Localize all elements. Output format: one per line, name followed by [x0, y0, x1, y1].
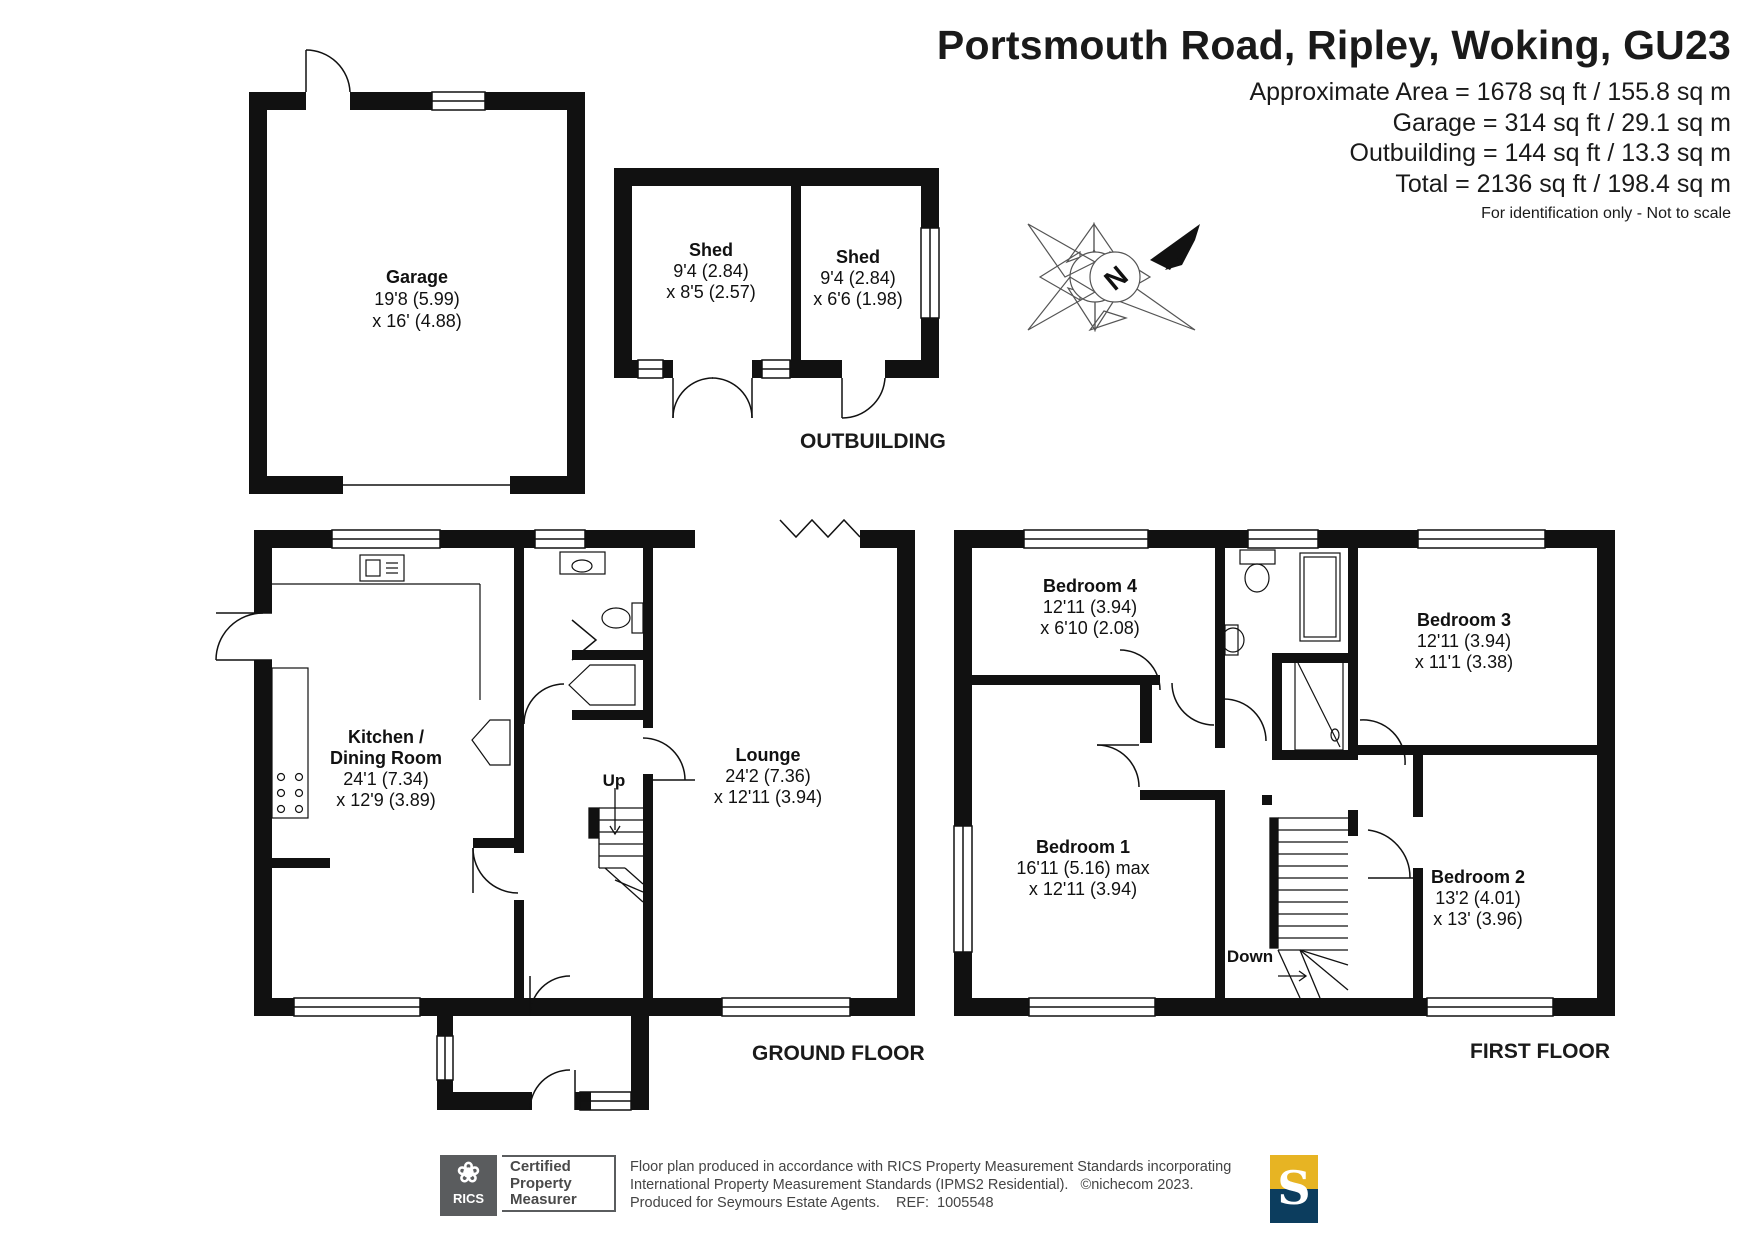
bedroom-1-dim-2: x 12'11 (3.94)	[1029, 879, 1137, 899]
walls	[249, 92, 1615, 1110]
rics-abbrev: RICS	[452, 1191, 485, 1206]
rics-logo: ❀ RICS	[440, 1155, 497, 1216]
shed-1-dim-2: x 8'5 (2.57)	[666, 282, 755, 302]
compass-rose: N	[1027, 222, 1200, 333]
seymours-logo: S	[1270, 1155, 1318, 1223]
seymours-logo-letter: S	[1277, 1161, 1311, 1215]
lounge-dim-2: x 12'11 (3.94)	[714, 787, 822, 807]
shed-2-dim-1: 9'4 (2.84)	[820, 268, 895, 288]
bedroom-1-name: Bedroom 1	[1036, 837, 1130, 857]
footer: ❀ RICS Certified Property Measurer Floor…	[440, 1155, 1320, 1225]
garage-name: Garage	[386, 267, 448, 287]
legal-line-3: Produced for Seymours Estate Agents. REF…	[630, 1195, 994, 1211]
bedroom-2-dim-2: x 13' (3.96)	[1433, 909, 1522, 929]
shed-1-dim-1: 9'4 (2.84)	[673, 261, 748, 281]
bedroom-3-dim-1: 12'11 (3.94)	[1417, 631, 1511, 651]
bedroom-3-name: Bedroom 3	[1417, 610, 1511, 630]
shed-1-name: Shed	[689, 240, 733, 260]
kitchen-name-1: Kitchen /	[348, 727, 424, 747]
area-approximate: Approximate Area = 1678 sq ft / 155.8 sq…	[1249, 78, 1731, 106]
room-labels: Garage 19'8 (5.99) x 16' (4.88) Shed 9'4…	[330, 240, 1525, 966]
bedroom-4-name: Bedroom 4	[1043, 576, 1137, 596]
rics-certified-badge: ❀ RICS Certified Property Measurer	[440, 1155, 616, 1216]
not-to-scale-note: For identification only - Not to scale	[1481, 205, 1731, 222]
rics-line-2: Property	[510, 1174, 572, 1192]
outbuilding-label: OUTBUILDING	[800, 430, 946, 453]
header: Portsmouth Road, Ripley, Woking, GU23 Ap…	[937, 22, 1731, 223]
bedroom-4-dim-2: x 6'10 (2.08)	[1040, 618, 1140, 638]
shed-2-dim-2: x 6'6 (1.98)	[813, 289, 902, 309]
lounge-name: Lounge	[736, 745, 801, 765]
area-garage: Garage = 314 sq ft / 29.1 sq m	[1392, 108, 1731, 137]
stairs-down-label: Down	[1227, 947, 1273, 966]
first-floor-walls	[954, 530, 1615, 1016]
stairs-first	[1269, 817, 1349, 999]
outbuilding-walls	[614, 168, 939, 378]
rics-text: Certified Property Measurer	[502, 1155, 616, 1212]
doors	[215, 49, 1413, 1111]
kitchen-dim-1: 24'1 (7.34)	[343, 769, 429, 789]
stairs-ground	[588, 788, 644, 903]
ground-floor-walls	[254, 530, 915, 1110]
legal-line-2: International Property Measurement Stand…	[630, 1177, 1194, 1193]
seymours-logo-gold	[1270, 1155, 1318, 1189]
bedroom-2-dim-1: 13'2 (4.01)	[1435, 888, 1521, 908]
kitchen-name-2: Dining Room	[330, 748, 442, 768]
area-outbuilding: Outbuilding = 144 sq ft / 13.3 sq m	[1349, 139, 1731, 167]
garage-dim-1: 19'8 (5.99)	[374, 289, 460, 309]
ground-floor-label: GROUND FLOOR	[752, 1042, 925, 1065]
shed-2-name: Shed	[836, 247, 880, 267]
rics-lion-icon: ❀	[456, 1157, 481, 1188]
rics-line-3: Measurer	[510, 1191, 577, 1208]
bedroom-3-dim-2: x 11'1 (3.38)	[1415, 652, 1513, 672]
legal-text: Floor plan produced in accordance with R…	[630, 1158, 1270, 1212]
bedroom-4-dim-1: 12'11 (3.94)	[1043, 597, 1137, 617]
garage-walls	[249, 92, 585, 494]
bedroom-2-name: Bedroom 2	[1431, 867, 1525, 887]
first-floor-label: FIRST FLOOR	[1470, 1040, 1610, 1063]
legal-line-1: Floor plan produced in accordance with R…	[630, 1159, 1232, 1175]
address-title: Portsmouth Road, Ripley, Woking, GU23	[936, 22, 1731, 68]
stairs-up-label: Up	[603, 771, 626, 790]
lounge-dim-1: 24'2 (7.36)	[725, 766, 811, 786]
bedroom-1-dim-1: 16'11 (5.16) max	[1016, 858, 1149, 878]
garage-dim-2: x 16' (4.88)	[372, 311, 461, 331]
windows	[293, 91, 1554, 1111]
fixtures	[271, 549, 1344, 819]
kitchen-dim-2: x 12'9 (3.89)	[336, 790, 436, 810]
rics-line-1: Certified	[510, 1158, 571, 1175]
area-total: Total = 2136 sq ft / 198.4 sq m	[1395, 169, 1731, 198]
